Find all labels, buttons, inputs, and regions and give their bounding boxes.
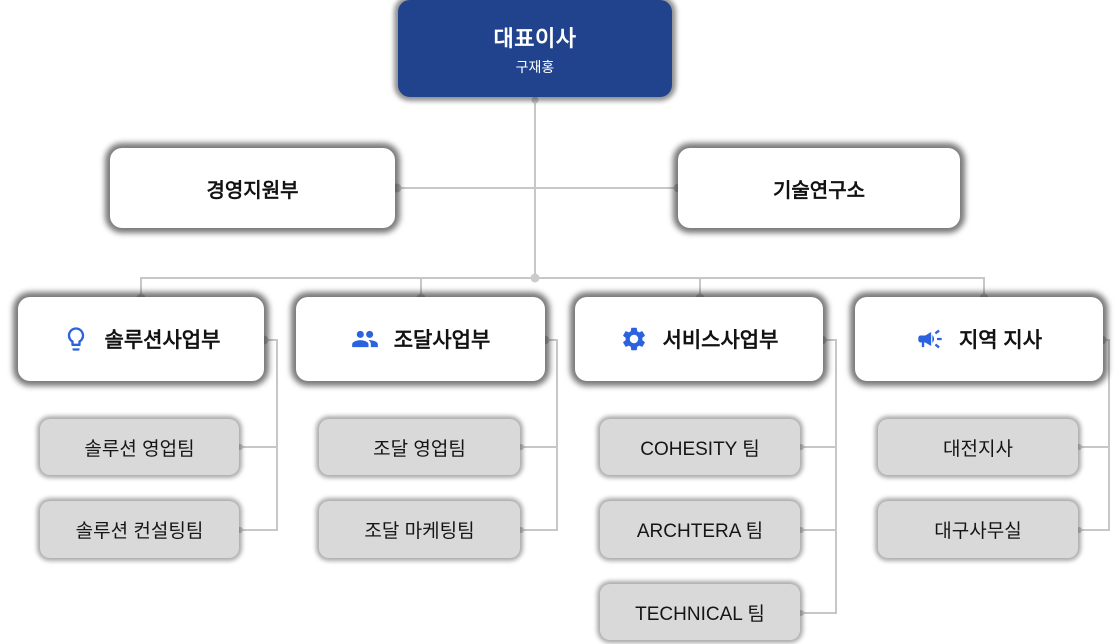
team-technical: TECHNICAL 팀 [600,584,800,640]
dept-service-label: 서비스사업부 [662,329,779,352]
ceo-name: 구재홍 [515,58,555,75]
ceo-node: 대표이사 구재홍 [398,0,672,97]
col3-vline [835,339,837,613]
ceo-line-top-dot [531,96,539,104]
col3-stub3 [800,612,837,614]
col3-stub2 [800,529,837,531]
team-label: 조달 영업팀 [373,438,466,460]
dept2-right-dot [540,335,550,345]
team-label: TECHNICAL 팀 [635,603,765,625]
megaphone-icon [916,325,944,353]
dept3-top-stub [699,277,701,298]
col3-elbow [822,339,837,341]
people-icon [351,325,379,353]
dept-procurement-label: 조달사업부 [393,329,491,352]
team-solution-sales: 솔루션 영업팀 [40,419,239,475]
level2-left-dot [392,183,402,193]
team-2-2-dot [518,527,524,533]
management-support-node: 경영지원부 [110,148,395,228]
col1-elbow [264,339,278,341]
level3-horizontal-line [140,277,985,279]
col2-elbow [545,339,558,341]
col4-stub1 [1078,446,1110,448]
team-3-3-dot [798,610,804,616]
tech-research-node: 기술연구소 [678,148,960,228]
level2-horizontal-line [395,187,680,189]
gear-icon [620,325,648,353]
team-2-1-dot [518,444,524,450]
dept-solution-node: 솔루션사업부 [18,297,264,381]
col3-stub1 [800,446,837,448]
team-4-2-dot [1076,527,1082,533]
team-4-1-dot [1076,444,1082,450]
tech-research-label: 기술연구소 [773,179,865,202]
team-label: COHESITY 팀 [640,438,760,460]
dept1-right-dot [259,335,269,345]
col1-vline [276,339,278,530]
col1-stub2 [238,529,278,531]
team-cohesity: COHESITY 팀 [600,419,800,475]
team-daegu-office: 대구사무실 [878,501,1078,558]
team-label: ARCHTERA 팀 [636,521,764,542]
ceo-junction-dot [530,273,540,283]
team-label: 솔루션 영업팀 [84,438,195,460]
dept4-top-stub [983,277,985,298]
team-label: 솔루션 컨설팅팀 [75,521,204,542]
team-solution-consulting: 솔루션 컨설팅팀 [40,501,239,558]
team-1-1-dot [237,444,243,450]
team-label: 대전지사 [943,438,1013,460]
team-3-1-dot [798,444,804,450]
col2-stub2 [520,529,558,531]
management-support-label: 경영지원부 [206,179,299,202]
col2-vline [556,339,558,530]
dept-regional-node: 지역 지사 [855,297,1103,381]
dept-solution-label: 솔루션사업부 [104,329,221,352]
col2-stub1 [520,446,558,448]
team-procurement-sales: 조달 영업팀 [319,419,520,475]
dept-regional-label: 지역 지사 [958,329,1043,352]
team-label: 조달 마케팅팀 [364,521,475,542]
dept1-top-stub [140,277,142,298]
dept-procurement-node: 조달사업부 [296,297,545,381]
col4-stub2 [1078,529,1110,531]
team-1-2-dot [237,527,243,533]
team-procurement-marketing: 조달 마케팅팀 [319,501,520,558]
team-label: 대구사무실 [934,521,1022,542]
team-archtera: ARCHTERA 팀 [600,501,800,558]
dept2-top-stub [420,277,422,298]
team-3-2-dot [798,527,804,533]
ceo-title: 대표이사 [493,25,577,51]
col1-stub1 [238,446,278,448]
dept-service-node: 서비스사업부 [575,297,823,381]
col4-vline [1108,339,1110,530]
team-daejeon-branch: 대전지사 [878,419,1078,475]
lightbulb-icon [62,325,90,353]
